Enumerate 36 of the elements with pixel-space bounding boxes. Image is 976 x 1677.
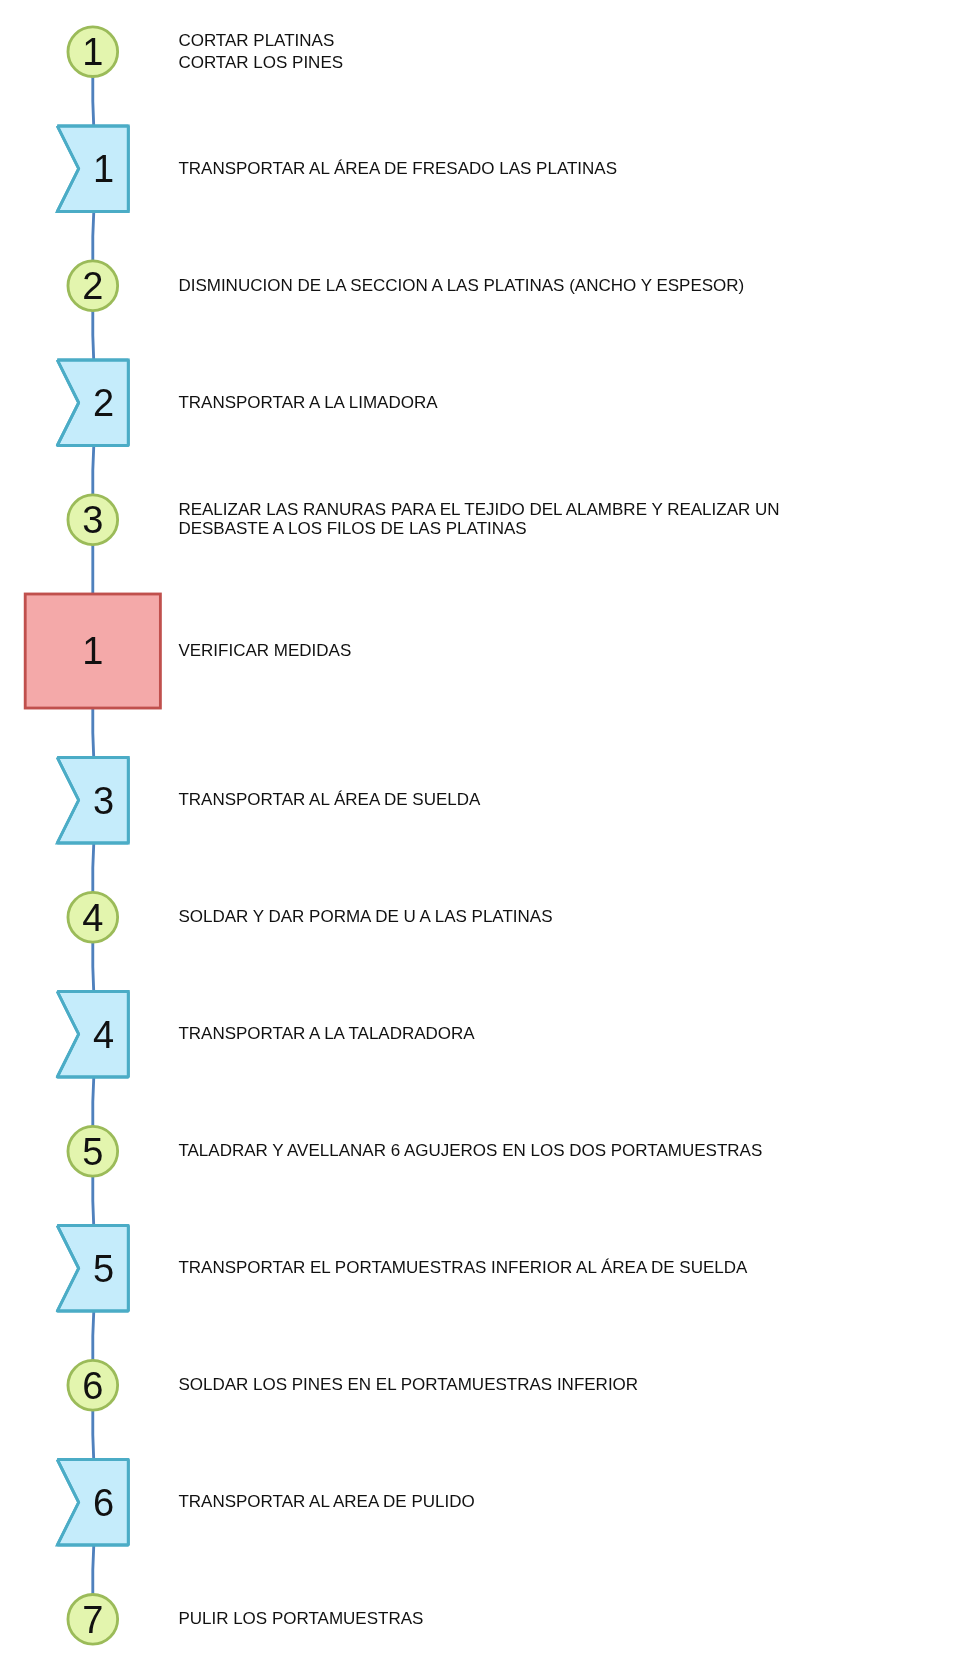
connector-line <box>91 1077 96 1127</box>
transport-symbol: 2 <box>55 358 130 447</box>
operation-circle: 6 <box>66 1359 120 1412</box>
step-description: DISMINUCION DE LA SECCION A LAS PLATINAS (ANCHO Y ESPESOR) <box>178 275 746 296</box>
step-description: VERIFICAR MEDIDAS <box>178 641 353 661</box>
connector-line <box>91 1545 96 1595</box>
step-description: TALADRAR Y AVELLANAR 6 AGUJEROS EN LOS DOS PORTAMUESTRAS <box>178 1141 764 1161</box>
connector-line <box>91 446 96 495</box>
inspection-box: 1 <box>23 592 162 710</box>
step-description: SOLDAR Y DAR PORMA DE U A LAS PLATINAS <box>178 907 554 927</box>
step-description: PULIR LOS PORTAMUESTRAS <box>178 1609 425 1630</box>
operation-circle: 1 <box>66 25 120 78</box>
step-description: TRANSPORTAR A LA TALADRADORA <box>178 1024 476 1044</box>
transport-symbol: 1 <box>55 124 130 213</box>
connector-line <box>91 544 95 594</box>
operation-circle: 4 <box>66 890 120 944</box>
step-description: REALIZAR LAS RANURAS PARA EL TEJIDO DEL ALAMBRE Y REALIZAR UN DESBASTE A LOS FILOS DE LAS PLATINAS <box>178 500 781 540</box>
step-description: TRANSPORTAR A LA LIMADORA <box>178 392 439 413</box>
operation-circle: 3 <box>66 493 120 546</box>
transport-symbol: 5 <box>55 1224 130 1313</box>
step-description: TRANSPORTAR AL ÁREA DE SUELDA <box>178 790 482 810</box>
transport-symbol: 6 <box>55 1458 130 1547</box>
operation-circle: 2 <box>66 259 120 312</box>
step-description: TRANSPORTAR EL PORTAMUESTRAS INFERIOR AL ÁREA DE SUELDA <box>178 1258 749 1278</box>
step-description: CORTAR LOS PINES <box>178 52 345 73</box>
connector-line <box>91 1311 96 1361</box>
step-description: SOLDAR LOS PINES EN EL PORTAMUESTRAS INFERIOR <box>178 1375 640 1395</box>
operation-circle: 5 <box>66 1125 120 1178</box>
transport-symbol: 3 <box>55 756 130 845</box>
step-description: TRANSPORTAR AL AREA DE PULIDO <box>178 1492 476 1513</box>
operation-circle: 7 <box>66 1593 120 1646</box>
step-description: TRANSPORTAR AL ÁREA DE FRESADO LAS PLATINAS <box>178 158 619 179</box>
connector-line <box>91 843 96 893</box>
connector-line <box>91 212 96 261</box>
transport-symbol: 4 <box>55 990 130 1079</box>
step-description: CORTAR PLATINAS <box>178 30 336 51</box>
